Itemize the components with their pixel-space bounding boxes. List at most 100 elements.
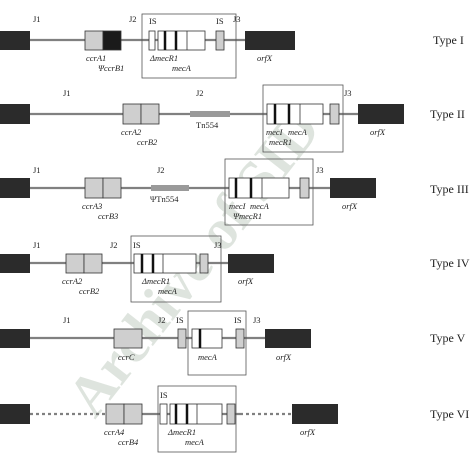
is-label-right: IS [234, 315, 242, 325]
ccrB-gene [83, 253, 103, 274]
junction-label-j1: J1 [33, 240, 41, 250]
ccrC-label: ccrC [118, 352, 135, 362]
ccrA-label: ccrA1 [86, 53, 106, 63]
ccrA-gene [105, 403, 125, 425]
ccrA-gene [84, 30, 104, 51]
ccrA-gene [65, 253, 85, 274]
is-element-left [177, 328, 187, 349]
ccrA-label: ccrA2 [121, 127, 142, 137]
junction-label-j2: J2 [129, 14, 137, 24]
orfx-label: orfX [238, 276, 254, 286]
mec-gene-block [169, 403, 223, 425]
orfx-block [292, 404, 338, 424]
type-label: Type I [433, 33, 464, 47]
ccrB-label: ccrB3 [98, 211, 118, 221]
ccrB-label: ccrB4 [118, 437, 139, 447]
mec2-label: mecA [172, 63, 192, 73]
row-type-4: J1 ccrA2 ccrB2 J2 IS ΔmecR1 mecA J3 orfX… [0, 235, 470, 303]
is-element [329, 103, 340, 125]
ccrB-gene [123, 403, 143, 425]
ccrB-label: ΨccrB1 [98, 63, 124, 73]
mec1-label: mecI [229, 201, 247, 211]
mec1-label: mecI [266, 127, 284, 137]
mec1-label: ΔmecR1 [141, 276, 170, 286]
mec2-label: mecA [158, 286, 178, 296]
is-element-right [226, 403, 236, 425]
ccrB-label: ccrB2 [137, 137, 158, 147]
junction-label-j1: J1 [63, 315, 71, 325]
row-type-5: J1 ccrC J2 IS IS mecA J3 orfX Type V [0, 310, 466, 376]
mec1-label: ΔmecR1 [149, 53, 178, 63]
orfx-block [228, 254, 274, 273]
mec-gene-block [266, 103, 324, 125]
row-type-2: J1 ccrA2 ccrB2 J2 Tn554 mecI mecA mecR1 … [0, 84, 465, 153]
mec-gene-block [133, 253, 197, 274]
mec3-label: mecR1 [269, 137, 292, 147]
junction-label-j2: J2 [158, 315, 166, 325]
junction-label-j2: J2 [157, 165, 165, 175]
ccrA-label: ccrA3 [82, 201, 102, 211]
type-label: Type VI [430, 407, 469, 421]
type-label: Type V [430, 331, 466, 345]
is-label-right: IS [216, 16, 224, 26]
mec-complex-box [130, 235, 222, 303]
orfx-label: orfX [342, 201, 358, 211]
junction-label-j1: J1 [63, 88, 71, 98]
junction-label-j3: J3 [214, 240, 222, 250]
mec2-label: mecA [288, 127, 308, 137]
tn-label: ΨTn554 [150, 194, 179, 204]
orfx-label: orfX [370, 127, 386, 137]
is-element [299, 177, 310, 199]
chromosome-block-left [0, 31, 30, 50]
row-type-1: J1 ccrA1 ΨccrB1 J2 IS IS ΔmecR1 mecA J3 … [0, 13, 464, 79]
mec-complex-box [262, 84, 344, 153]
is-label-left: IS [149, 16, 157, 26]
ccrB-gene [102, 177, 122, 199]
ccrB-gene [102, 30, 122, 51]
chromosome-block-left [0, 178, 30, 198]
mec-complex-box [187, 310, 247, 376]
is-element-left [159, 403, 168, 425]
ccrA-gene [122, 103, 142, 125]
mec2-label: mecA [198, 352, 218, 362]
chromosome-block-left [0, 254, 30, 273]
orfx-block [358, 104, 404, 124]
mec-gene-block [228, 177, 290, 199]
tn-label: Tn554 [196, 120, 219, 130]
is-label-left: IS [160, 390, 168, 400]
mec-complex-box [141, 13, 237, 79]
junction-label-j2: J2 [196, 88, 204, 98]
junction-label-j1: J1 [33, 165, 41, 175]
ccrA-label: ccrA2 [62, 276, 83, 286]
mec-complex-box [224, 158, 314, 226]
orfx-block [265, 329, 311, 348]
orfx-block [330, 178, 376, 198]
orfx-label: orfX [257, 53, 273, 63]
junction-label-j3: J3 [253, 315, 261, 325]
junction-label-j3: J3 [316, 165, 324, 175]
junction-label-j3: J3 [233, 14, 241, 24]
chromosome-block-left [0, 329, 30, 348]
mec2-label: mecA [250, 201, 270, 211]
type-label: Type II [430, 107, 465, 121]
ccrB-gene [140, 103, 160, 125]
mec2-label: mecA [185, 437, 205, 447]
orfx-label: orfX [300, 427, 316, 437]
orfx-label: orfX [276, 352, 292, 362]
is-label-left: IS [176, 315, 184, 325]
ccrC-gene [113, 328, 143, 349]
mec1-label: ΔmecR1 [167, 427, 196, 437]
junction-label-j1: J1 [33, 14, 41, 24]
is-label-left: IS [133, 240, 141, 250]
type-label: Type IV [430, 256, 470, 270]
transposon [151, 185, 189, 191]
chromosome-block-left [0, 104, 30, 124]
transposon [190, 111, 230, 117]
is-element-right [235, 328, 245, 349]
is-element [199, 253, 209, 274]
junction-label-j3: J3 [344, 88, 352, 98]
chromosome-block-left [0, 404, 30, 424]
is-element-left [148, 30, 156, 51]
row-type-6: ccrA4 ccrB4 IS ΔmecR1 mecA orfX Type VI [0, 385, 469, 453]
